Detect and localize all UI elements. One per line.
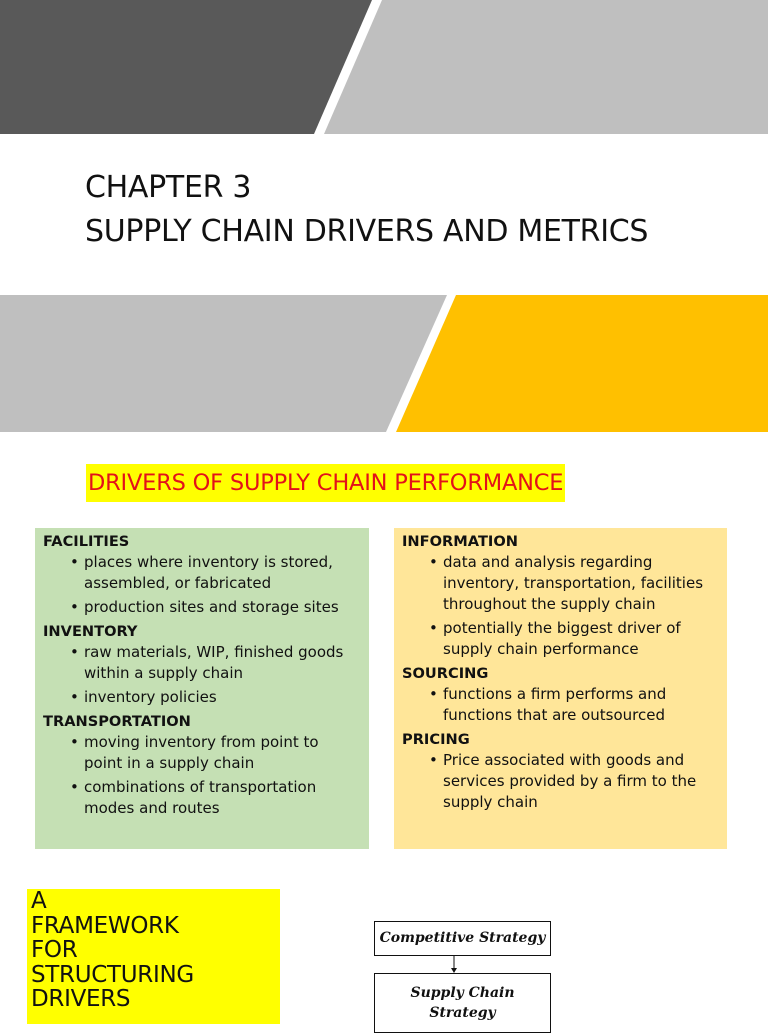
middle-banner <box>0 295 768 432</box>
list-item: moving inventory from point to point in … <box>70 732 361 774</box>
supply-chain-strategy-line: Strategy <box>429 1005 496 1021</box>
framework-title: A FRAMEWORK FOR STRUCTURING DRIVERS <box>31 889 271 1012</box>
section-heading-inventory: INVENTORY <box>43 623 138 640</box>
drivers-heading: DRIVERS OF SUPPLY CHAIN PERFORMANCE <box>86 464 566 502</box>
light-gray-band <box>0 295 447 432</box>
chapter-number: CHAPTER 3 <box>85 170 252 205</box>
list-item: data and analysis regarding inventory, t… <box>429 552 719 615</box>
list-item: functions a firm performs and functions … <box>429 684 719 726</box>
list-item: inventory policies <box>70 687 361 708</box>
down-arrow-icon <box>451 955 457 973</box>
framework-highlight <box>27 889 280 1024</box>
bullet-list: Price associated with goods and services… <box>402 750 719 813</box>
framework-line: FOR <box>31 937 78 963</box>
list-item: places where inventory is stored, assemb… <box>70 552 361 594</box>
section-heading-transportation: TRANSPORTATION <box>43 713 191 730</box>
section-heading-sourcing: SOURCING <box>402 665 489 682</box>
yellow-band <box>396 295 768 432</box>
bullet-list: data and analysis regarding inventory, t… <box>402 552 719 660</box>
bullet-list: raw materials, WIP, finished goods withi… <box>43 642 361 708</box>
list-item: potentially the biggest driver of supply… <box>429 618 719 660</box>
list-item: raw materials, WIP, finished goods withi… <box>70 642 361 684</box>
chapter-title: SUPPLY CHAIN DRIVERS AND METRICS <box>85 214 649 249</box>
supply-chain-strategy-box: Supply Chain Strategy <box>374 973 551 1033</box>
dark-gray-band <box>0 0 372 134</box>
supply-chain-strategy-line: Supply Chain <box>410 985 515 1001</box>
bullet-list: moving inventory from point to point in … <box>43 732 361 819</box>
drivers-panel-left: FACILITIES places where inventory is sto… <box>35 528 369 849</box>
light-gray-band <box>324 0 768 134</box>
section-heading-pricing: PRICING <box>402 731 470 748</box>
drivers-panel-right: INFORMATION data and analysis regarding … <box>394 528 727 849</box>
list-item: Price associated with goods and services… <box>429 750 719 813</box>
section-heading-information: INFORMATION <box>402 533 518 550</box>
top-banner <box>0 0 768 134</box>
bullet-list: places where inventory is stored, assemb… <box>43 552 361 618</box>
framework-line: STRUCTURING <box>31 961 194 988</box>
framework-line: A <box>31 888 47 914</box>
framework-line: DRIVERS <box>31 986 131 1012</box>
list-item: combinations of transportation modes and… <box>70 777 361 819</box>
bullet-list: functions a firm performs and functions … <box>402 684 719 726</box>
list-item: production sites and storage sites <box>70 597 361 618</box>
section-heading-facilities: FACILITIES <box>43 533 130 550</box>
framework-line: FRAMEWORK <box>31 912 179 939</box>
competitive-strategy-box: Competitive Strategy <box>374 921 551 956</box>
